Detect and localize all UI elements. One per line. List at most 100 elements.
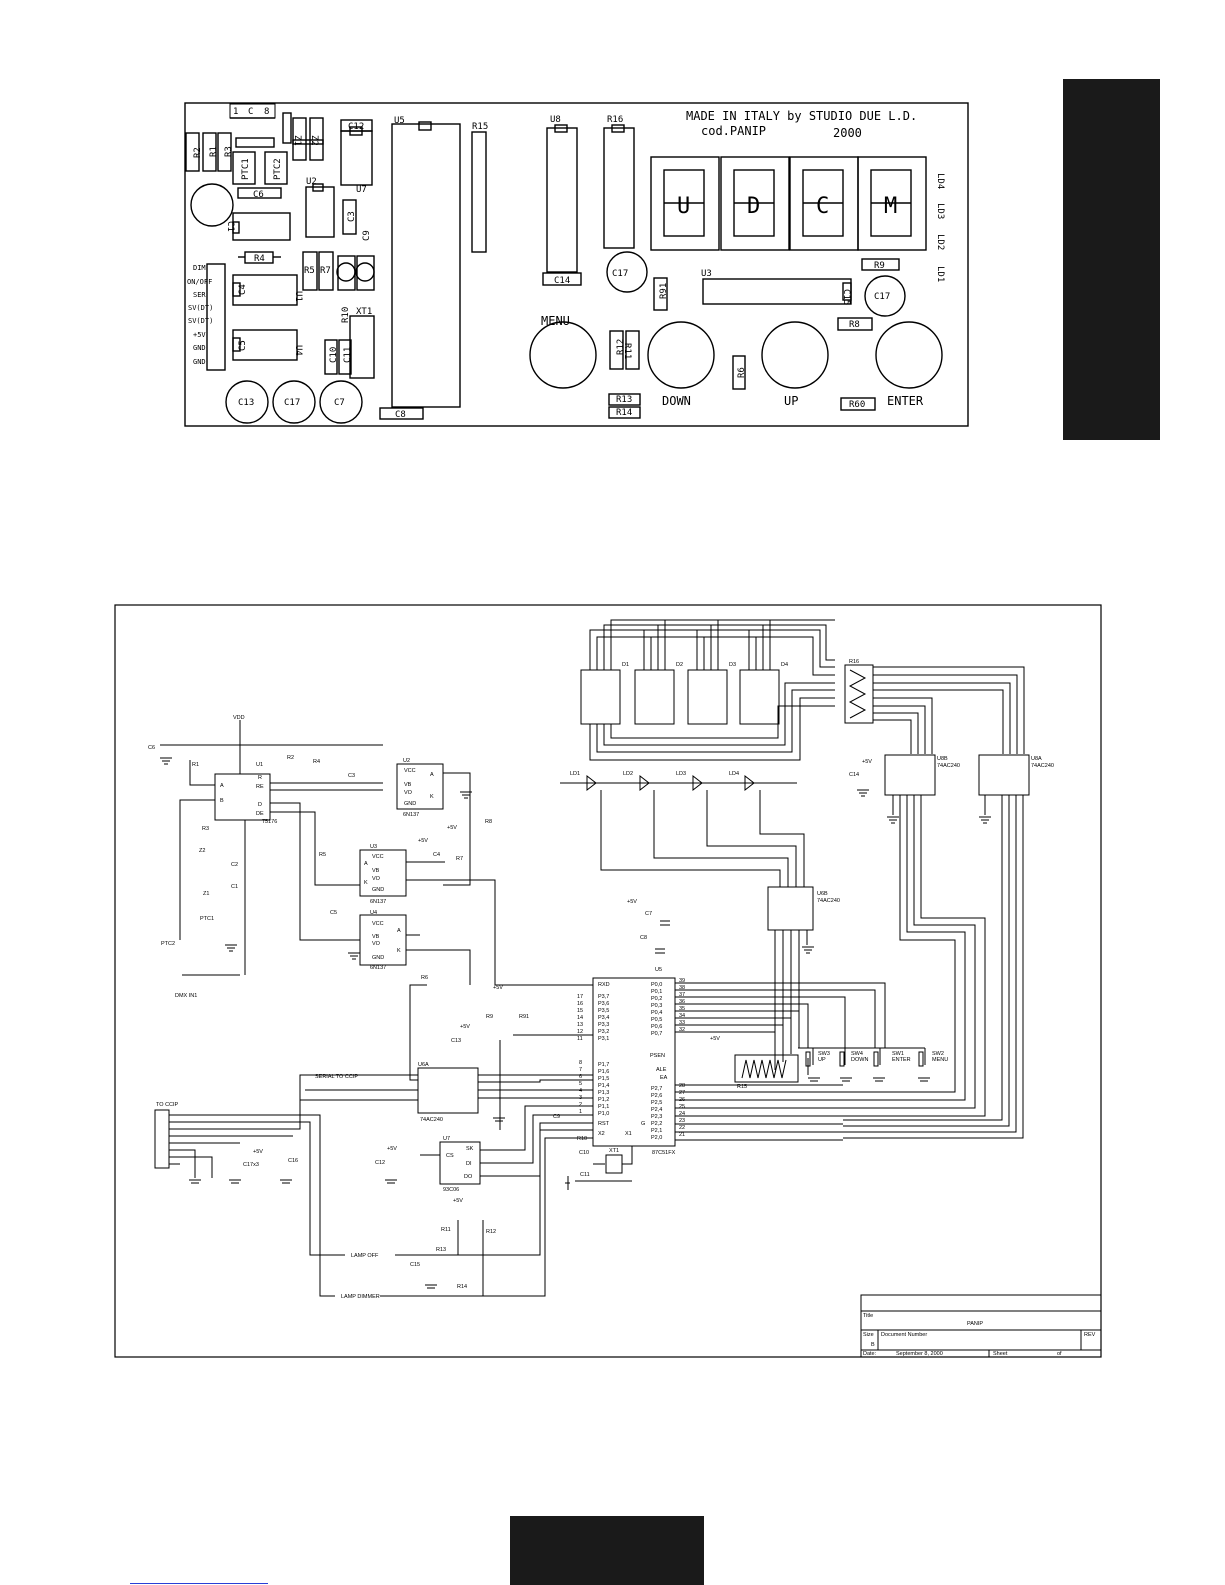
sch-p3-5: P3,2 bbox=[598, 1029, 609, 1035]
sch-net-p5v-8: +5V bbox=[453, 1198, 463, 1204]
sch-u5-ea: EA bbox=[660, 1075, 668, 1081]
tb-date-label: Date: bbox=[863, 1351, 877, 1357]
sch-u7-sk: SK bbox=[466, 1146, 474, 1152]
pcb-label-c17a: C17 bbox=[612, 269, 628, 279]
sch-u4-gnd: GND bbox=[372, 955, 384, 961]
sch-u3-a: A bbox=[364, 861, 368, 867]
sch-r7: R7 bbox=[456, 856, 463, 862]
sch-r91: R91 bbox=[519, 1014, 529, 1020]
sch-digit-d2: D2 bbox=[676, 662, 683, 668]
sch-p1-6: P1,1 bbox=[598, 1104, 609, 1110]
pcb-dmx-label-6: GND bbox=[193, 344, 206, 352]
sch-u5-psen: PSEN bbox=[650, 1053, 665, 1059]
tb-title-label: Title bbox=[863, 1313, 873, 1319]
sch-p0-pin-6: 33 bbox=[679, 1020, 685, 1026]
sch-u2-part: 6N137 bbox=[403, 812, 419, 818]
sch-p0-pin-0: 39 bbox=[679, 978, 685, 984]
pcb-label-r11: R11 bbox=[622, 343, 632, 359]
sch-u5-rst: RST bbox=[598, 1121, 610, 1127]
sch-p1-pin-3: 5 bbox=[579, 1081, 582, 1087]
sch-p0-pin-4: 35 bbox=[679, 1006, 685, 1012]
pcb-header-year: 2000 bbox=[833, 126, 862, 140]
pcb-label-c10: C10 bbox=[329, 347, 339, 363]
sch-p2-5: P2,2 bbox=[651, 1121, 662, 1127]
pcb-button-menu-label: MENU bbox=[541, 314, 570, 328]
sch-r1: R1 bbox=[192, 762, 199, 768]
sch-u2-vo: VO bbox=[404, 790, 413, 796]
sch-sw3-label: UP bbox=[818, 1057, 826, 1063]
tb-title-value: PANIP bbox=[967, 1321, 983, 1327]
sch-c1: C1 bbox=[231, 884, 238, 890]
sch-r5: R5 bbox=[319, 852, 326, 858]
pcb-label-r9: R9 bbox=[874, 261, 885, 271]
pcb-conn-pin-8: 8 bbox=[264, 107, 269, 117]
sch-net-p5v-5: +5V bbox=[710, 1036, 720, 1042]
pcb-label-c1: C1 bbox=[225, 221, 235, 232]
sch-led-1: LD1 bbox=[570, 771, 580, 777]
sch-p1-7: P1,0 bbox=[598, 1111, 609, 1117]
sch-c15: C15 bbox=[410, 1262, 420, 1268]
pcb-label-r6: R6 bbox=[737, 367, 747, 378]
pcb-label-ptc2: PTC2 bbox=[273, 158, 283, 180]
pcb-label-r14: R14 bbox=[616, 408, 632, 418]
sch-ptc1: PTC1 bbox=[200, 916, 214, 922]
sch-p3-6: P3,1 bbox=[598, 1036, 609, 1042]
sch-p3-pin-4: 13 bbox=[577, 1022, 583, 1028]
sch-p0-pin-2: 37 bbox=[679, 992, 685, 998]
pcb-led-1: LD3 bbox=[935, 203, 945, 219]
sch-sw4-label: DOWN bbox=[851, 1057, 868, 1063]
pcb-label-u1: U1 bbox=[293, 291, 303, 302]
tb-date-value: September 8, 2000 bbox=[896, 1351, 943, 1357]
sch-net-p5v-9: +5V bbox=[387, 1146, 397, 1152]
sch-u4-part: 6N137 bbox=[370, 965, 386, 971]
sch-sw1-ref: SW1 bbox=[892, 1051, 904, 1057]
pcb-label-ptc1: PTC1 bbox=[241, 158, 251, 180]
sch-u4-name: U4 bbox=[370, 910, 377, 916]
sch-net-lamp-dimmer: LAMP DIMMER bbox=[341, 1294, 380, 1300]
sch-p2-pin-3: 25 bbox=[679, 1104, 685, 1110]
sch-p2-pin-1: 27 bbox=[679, 1090, 685, 1096]
sch-u1-pin-b: B bbox=[220, 798, 224, 804]
sch-u5-ale: ALE bbox=[656, 1067, 667, 1073]
sch-u1-pin-d: D bbox=[258, 802, 262, 808]
sch-p2-pin-2: 26 bbox=[679, 1097, 685, 1103]
sch-p0-6: P0,6 bbox=[651, 1024, 662, 1030]
sch-u1-pin-re: RE bbox=[256, 784, 264, 790]
sch-sw3-ref: SW3 bbox=[818, 1051, 830, 1057]
pcb-led-2: LD2 bbox=[935, 234, 945, 250]
sch-r8: R8 bbox=[485, 819, 492, 825]
pcb-button-enter-label: ENTER bbox=[887, 394, 924, 408]
sch-u3-name: U3 bbox=[370, 844, 377, 850]
sch-u1-pin-r: R bbox=[258, 775, 262, 781]
pcb-label-r8: R8 bbox=[849, 320, 860, 330]
pcb-label-c11: C11 bbox=[343, 347, 353, 363]
pcb-label-u5: U5 bbox=[394, 116, 405, 126]
sch-p2-6: P2,1 bbox=[651, 1128, 662, 1134]
sch-c10: C10 bbox=[579, 1150, 589, 1156]
sch-u2-a: A bbox=[430, 772, 434, 778]
pcb-header-code: cod.PANIP bbox=[701, 124, 766, 138]
sch-p1-pin-6: 2 bbox=[579, 1102, 582, 1108]
tb-sheet-of: of bbox=[1057, 1351, 1062, 1357]
sch-p0-2: P0,2 bbox=[651, 996, 662, 1002]
pcb-label-r7: R7 bbox=[320, 266, 331, 276]
pcb-led-3: LD1 bbox=[935, 266, 945, 282]
sch-r15: R15 bbox=[737, 1084, 747, 1090]
pcb-dmx-label-4: SV(DT) bbox=[188, 317, 213, 325]
pcb-label-c5: C5 bbox=[238, 340, 248, 351]
pcb-label-c15: C15 bbox=[841, 289, 851, 305]
pcb-label-c6: C6 bbox=[253, 190, 264, 200]
sch-u5-rxd: RXD bbox=[598, 982, 610, 988]
sch-z2: Z2 bbox=[199, 848, 205, 854]
pcb-label-z1: Z1 bbox=[292, 135, 302, 146]
sch-digit-d3: D3 bbox=[729, 662, 736, 668]
sch-r11: R11 bbox=[441, 1227, 451, 1233]
tb-size-label: Size bbox=[863, 1332, 874, 1338]
sch-u8a-part: 74AC240 bbox=[1031, 763, 1054, 769]
pcb-label-c13: C13 bbox=[238, 398, 254, 408]
footer-block bbox=[510, 1516, 704, 1585]
sch-p1-pin-2: 6 bbox=[579, 1074, 582, 1080]
pcb-label-u8: U8 bbox=[550, 115, 561, 125]
sch-u4-vcc: VCC bbox=[372, 921, 384, 927]
